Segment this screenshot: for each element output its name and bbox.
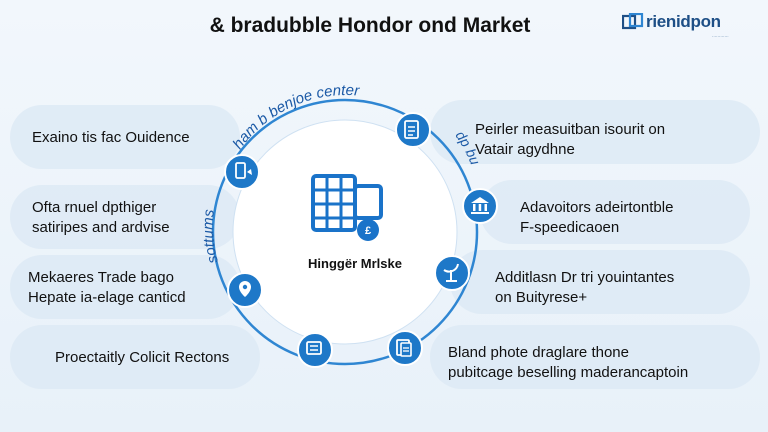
clipboard-check-icon[interactable] <box>395 112 431 148</box>
satellite-dish-icon[interactable] <box>434 255 470 291</box>
left-item-2: Ofta rnuel dpthiger satiripes and ardvis… <box>32 199 170 236</box>
bg-bubble <box>10 105 240 169</box>
building-screen-icon: £ <box>311 174 383 241</box>
card-reader-icon[interactable] <box>297 332 333 368</box>
center-label: Hinggër Mrlske <box>308 256 402 271</box>
bg-bubble <box>10 255 240 319</box>
map-pin-icon[interactable] <box>227 272 263 308</box>
left-item-1: Exaino tis fac Ouidence <box>32 129 190 146</box>
left-item-3: Mekaeres Trade bago Hepate ia-elage cant… <box>28 269 186 306</box>
left-item-4: Proectaitly Colicit Rectons <box>55 349 230 366</box>
right-item-2: Adavoitors adeirtontble F-speedicaoen <box>520 199 674 236</box>
document-stack-icon[interactable] <box>387 330 423 366</box>
bank-icon[interactable] <box>462 188 498 224</box>
bg-bubble <box>480 180 750 244</box>
mobile-hand-icon[interactable] <box>224 154 260 190</box>
outer-ring <box>211 98 479 366</box>
bg-bubble <box>10 325 260 389</box>
logo-text: rienidpon <box>646 12 721 31</box>
right-item-1: Peirler measuitban isourit on Vatair agy… <box>475 121 666 158</box>
bg-bubble <box>450 250 750 314</box>
logo-subtext: ............ <box>712 33 729 39</box>
right-item-4: Bland phote draglare thone pubitcage bes… <box>448 344 689 381</box>
bg-bubble <box>10 185 240 249</box>
page-title: & bradubble Hondor ond Market <box>209 14 531 37</box>
left-arc-text: sottums <box>200 208 222 265</box>
right-item-3: Additlasn Dr tri youintantes on Buityres… <box>495 269 675 306</box>
bg-bubble <box>430 325 760 389</box>
brand-logo[interactable]: rienidpon ............ <box>622 8 762 39</box>
svg-text:£: £ <box>365 225 371 237</box>
logo-mark-icon <box>622 13 644 30</box>
bg-bubble <box>430 100 760 164</box>
